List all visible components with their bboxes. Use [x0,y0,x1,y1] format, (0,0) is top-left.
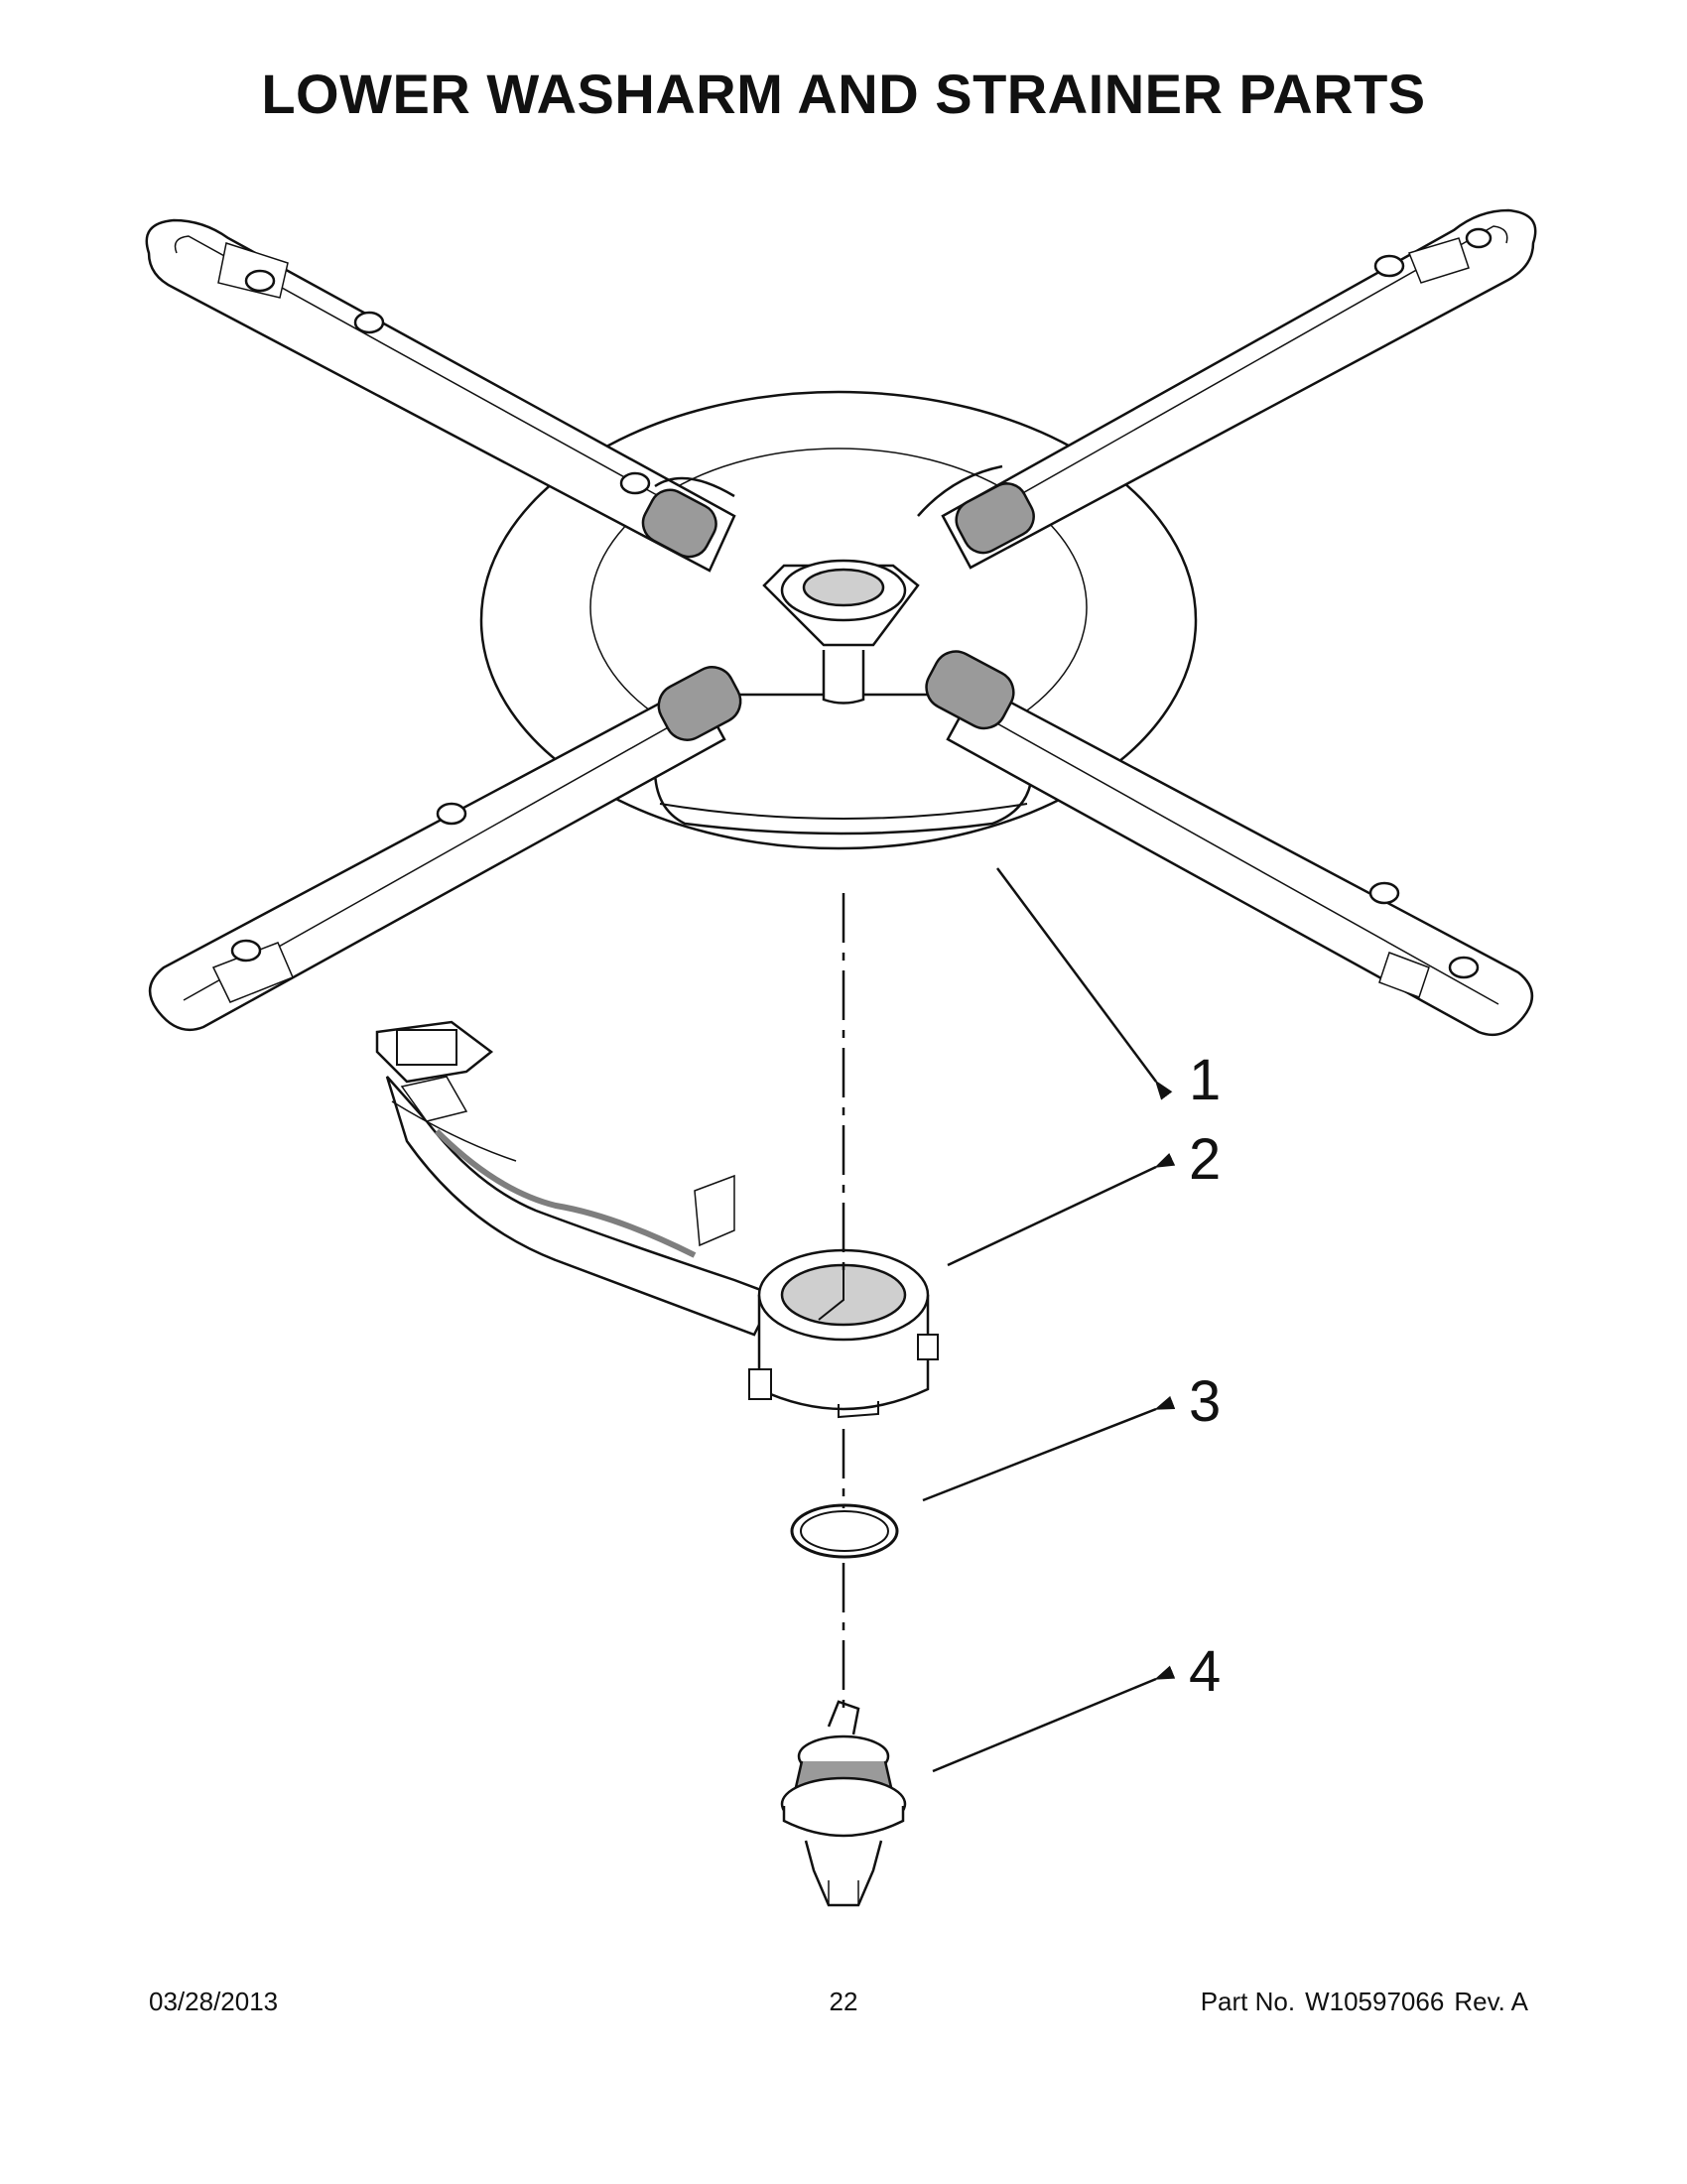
part-3-o-ring [790,1503,899,1559]
part-number-value: W10597066 [1305,1987,1445,2016]
callout-leaders [922,867,1176,1773]
part-4-washarm-mount [780,1700,907,1907]
arm-upper-left [145,218,736,573]
revision: Rev. A [1454,1987,1528,2016]
footer-date: 03/28/2013 [149,1987,279,2016]
footer-part-number: Part No. W10597066 Rev. A [1191,1987,1528,2017]
callout-2: 2 [1189,1127,1221,1192]
callout-4: 4 [1189,1639,1221,1704]
arm-upper-right [917,208,1537,570]
leader-1 [995,867,1173,1100]
callout-1: 1 [1189,1048,1221,1112]
arm-lower-right [925,650,1533,1037]
footer-page-number: 22 [829,1987,858,2016]
leader-2 [947,1152,1176,1267]
page-title: LOWER WASHARM AND STRAINER PARTS [261,63,1426,125]
leader-3 [922,1395,1176,1502]
part-1-lower-washarm [145,208,1537,1037]
callout-3: 3 [1189,1369,1221,1434]
leader-4 [932,1665,1176,1773]
part-2-strainer-manifold [375,1020,939,1419]
part-label: Part No. [1200,1987,1296,2016]
arm-lower-left [149,666,742,1032]
